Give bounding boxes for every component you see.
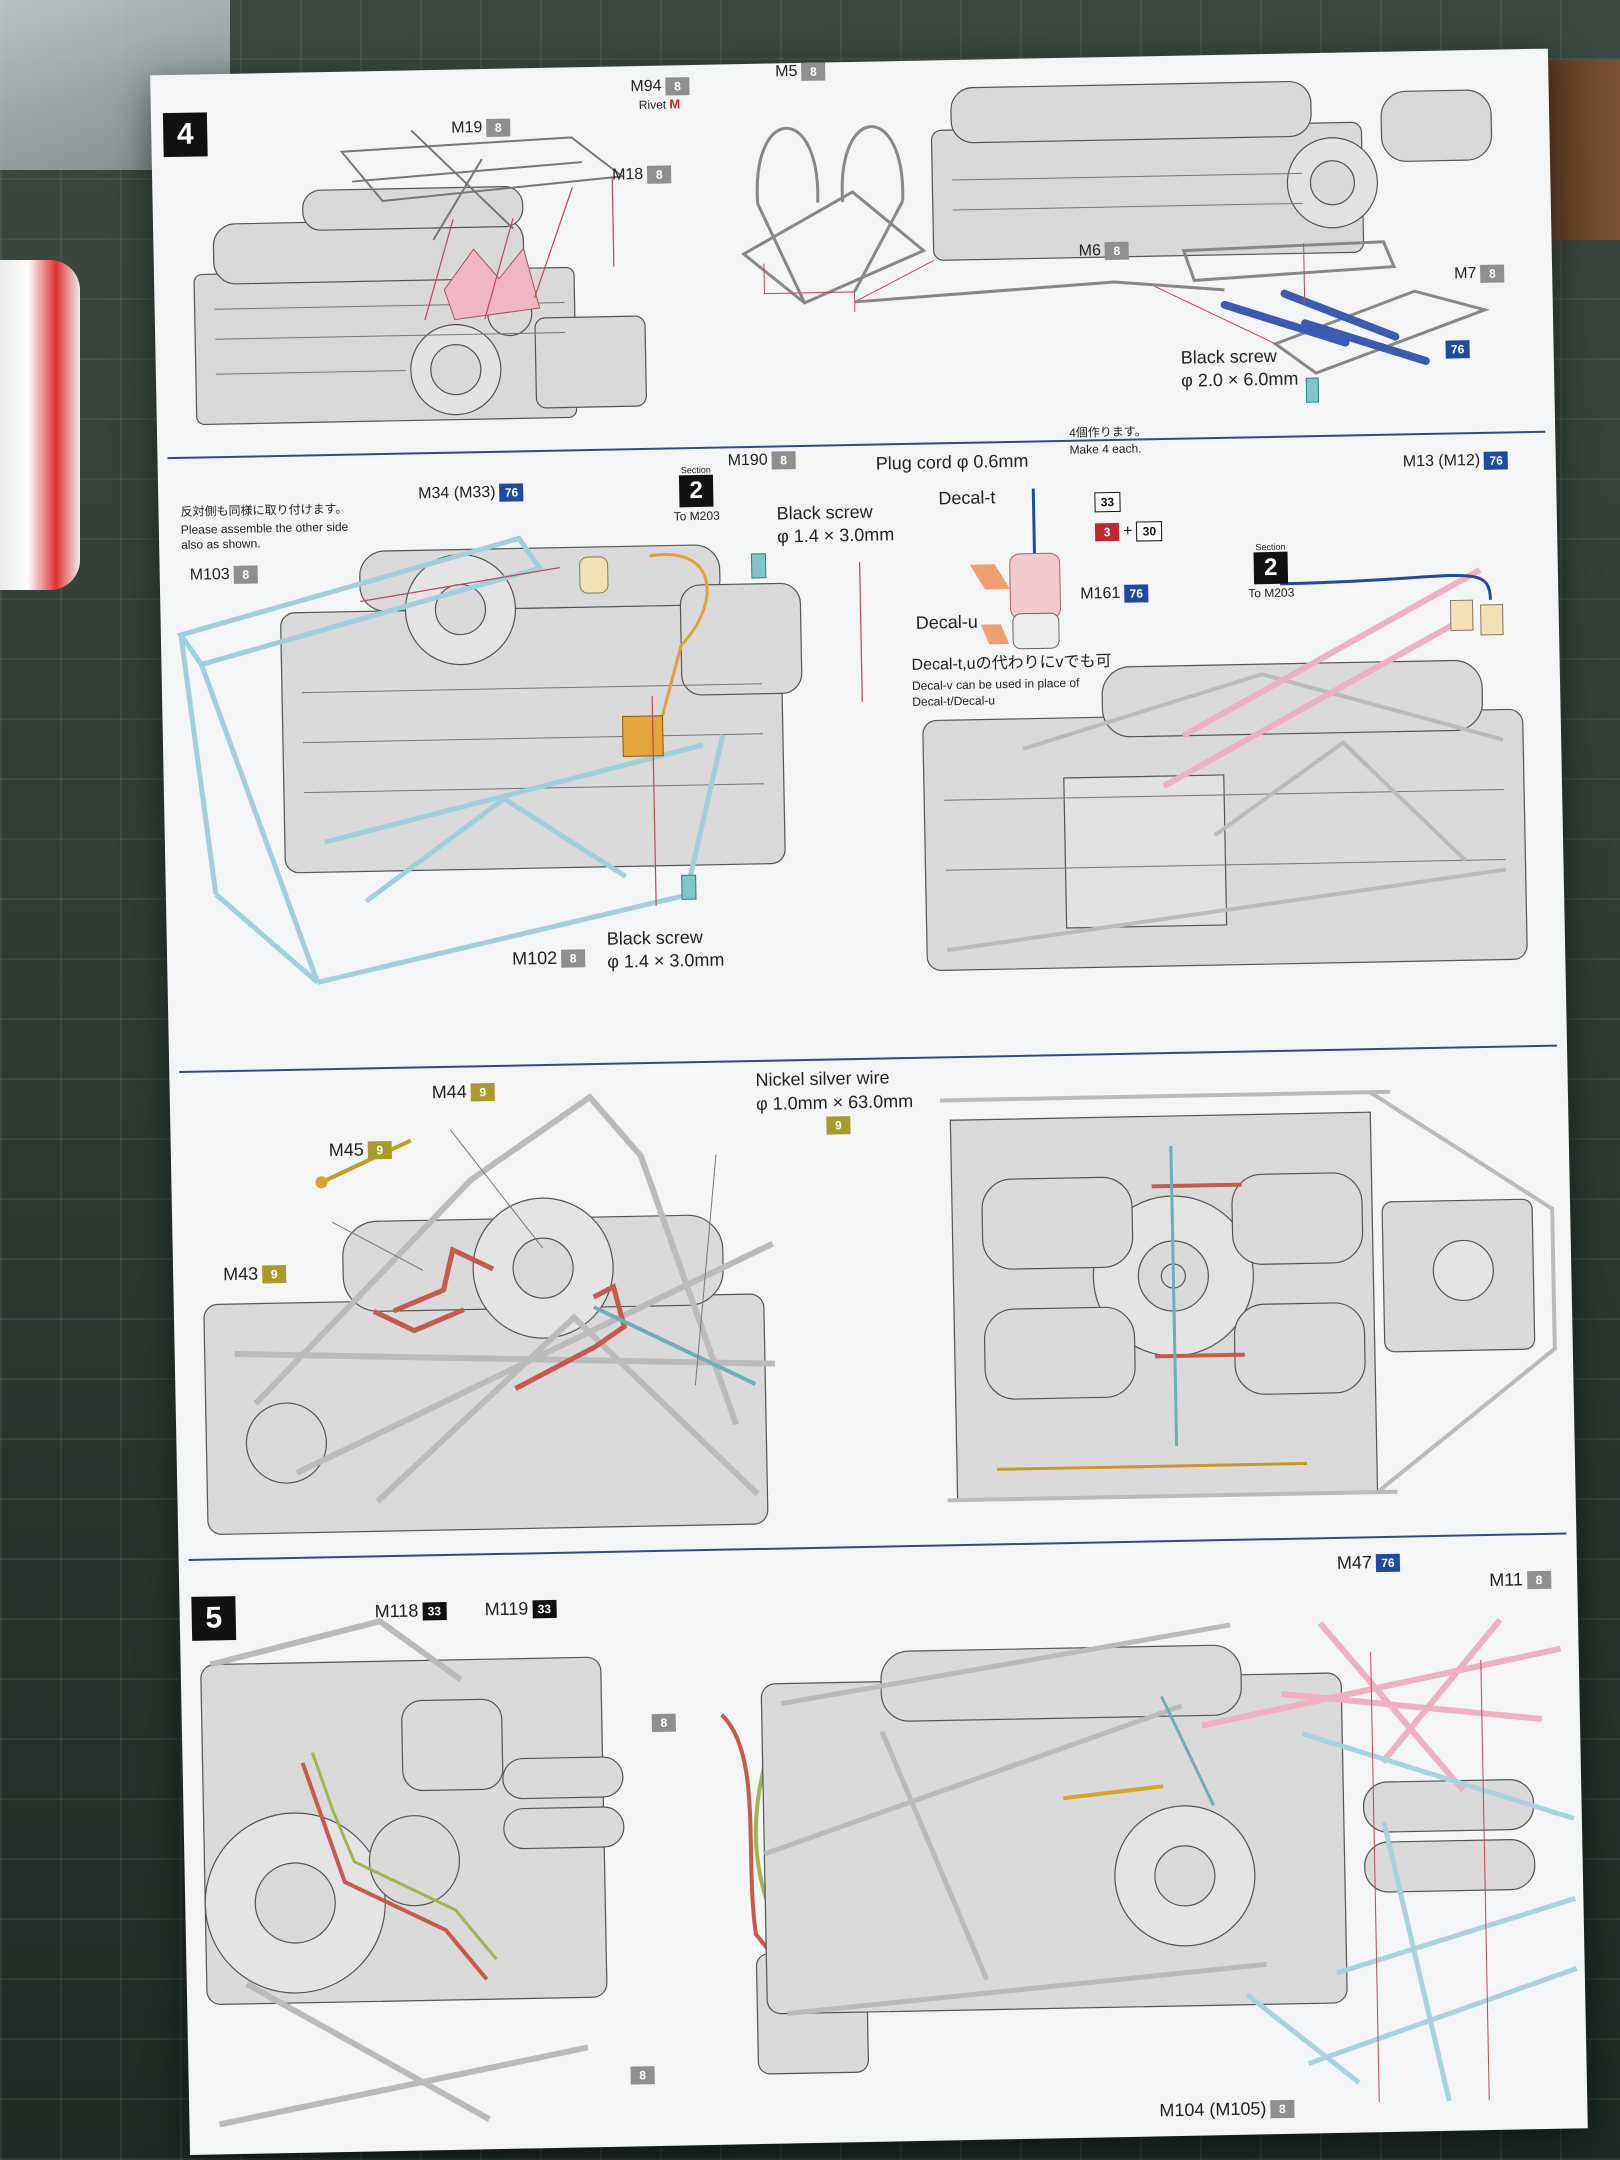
spray-can bbox=[0, 260, 80, 590]
note-make-4-en: Make 4 each. bbox=[1069, 441, 1142, 457]
wooden-block bbox=[1540, 60, 1620, 240]
label-m34-m33: M34 (M33)76 bbox=[418, 483, 524, 503]
note-decal-v-jp: Decal-t,uの代わりにvでも可 bbox=[911, 653, 1112, 674]
label-m13-m12: M13 (M12)76 bbox=[1403, 451, 1509, 471]
label-part-8-bottom: 8 bbox=[630, 2066, 655, 2085]
note-assemble-other-side-en2: also as shown. bbox=[181, 536, 261, 552]
label-rivet: Rivet M bbox=[638, 96, 681, 113]
step4-mid-illustration bbox=[176, 488, 1528, 985]
label-m104-m105: M104 (M105)8 bbox=[1159, 2098, 1295, 2122]
label-decal-3-plus-30: 3+30 bbox=[1094, 521, 1163, 542]
label-decal-t: Decal-t bbox=[938, 487, 996, 509]
step4-top-illustration bbox=[193, 80, 1493, 426]
label-plug-cord: Plug cord φ 0.6mm bbox=[875, 450, 1029, 474]
step5-illustration bbox=[200, 1617, 1578, 2128]
label-part-8-top: 8 bbox=[651, 1713, 677, 1733]
instruction-sheet: 4 bbox=[150, 48, 1588, 2156]
note-decal-v-en2: Decal-t/Decal-u bbox=[912, 693, 996, 709]
label-decal-u: Decal-u bbox=[915, 611, 978, 633]
label-decal-33: 33 bbox=[1094, 491, 1121, 513]
label-screw-num-76: 76 bbox=[1445, 340, 1470, 359]
note-make-4-jp: 4個作ります。 bbox=[1069, 424, 1147, 440]
step4-lower-illustration bbox=[203, 1089, 1557, 1535]
